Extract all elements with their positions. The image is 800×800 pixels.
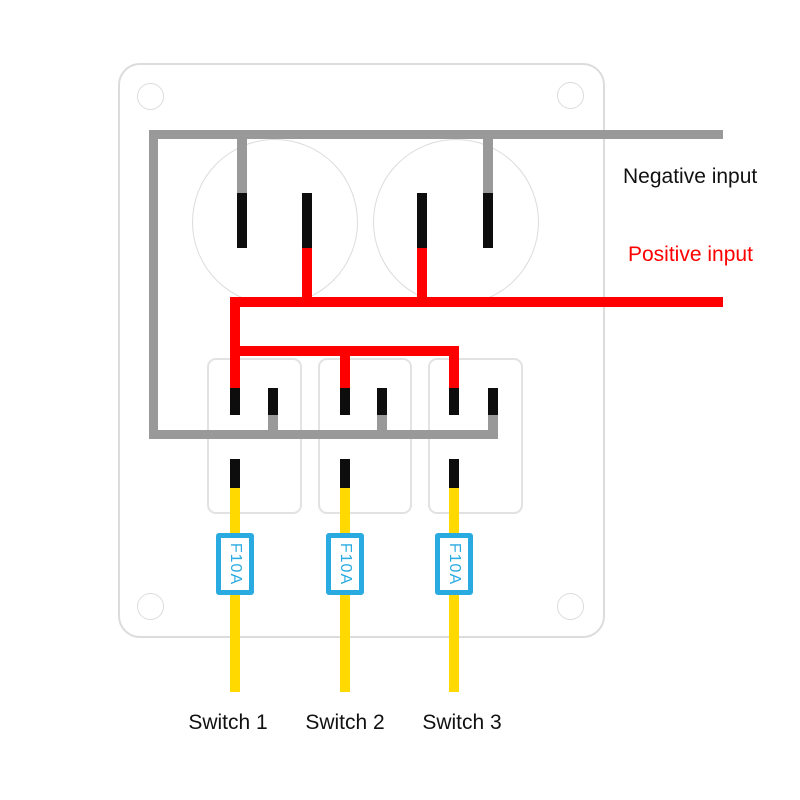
switch-3-label: Switch 3 bbox=[422, 711, 502, 734]
negative-input-label: Negative input bbox=[623, 165, 758, 188]
negative-bus-top-wire bbox=[149, 130, 723, 139]
positive-drop-round2-wire bbox=[417, 248, 427, 298]
switch2-negative-terminal bbox=[377, 388, 387, 415]
negative-stub-switch3-wire bbox=[488, 415, 498, 431]
mounting-hole-top-left bbox=[137, 83, 164, 110]
fuse-2: F10A bbox=[326, 533, 364, 595]
mounting-hole-bottom-left bbox=[137, 593, 164, 620]
switch2-load-terminal bbox=[340, 459, 350, 488]
negative-drop-round2-wire bbox=[483, 139, 493, 193]
mounting-hole-bottom-right bbox=[557, 593, 584, 620]
switch1-negative-terminal bbox=[268, 388, 278, 415]
round-switch-body-1 bbox=[192, 139, 358, 305]
round1-positive-terminal bbox=[302, 193, 312, 248]
positive-input-label: Positive input bbox=[628, 243, 753, 266]
switch1-positive-terminal bbox=[230, 388, 240, 415]
round1-negative-terminal bbox=[237, 193, 247, 248]
switch-2-label: Switch 2 bbox=[305, 711, 385, 734]
negative-stub-switch2-wire bbox=[377, 415, 387, 431]
switch2-positive-terminal bbox=[340, 388, 350, 415]
negative-drop-round1-wire bbox=[237, 139, 247, 193]
fuse-2-label: F10A bbox=[337, 542, 354, 586]
positive-drop-round1-wire bbox=[302, 248, 312, 298]
fuse-3: F10A bbox=[435, 533, 473, 595]
round2-negative-terminal bbox=[483, 193, 493, 248]
round-switch-body-2 bbox=[373, 139, 539, 305]
positive-feed-switch3-wire bbox=[449, 346, 459, 388]
switch3-positive-terminal bbox=[449, 388, 459, 415]
switch3-negative-terminal bbox=[488, 388, 498, 415]
switch-1-label: Switch 1 bbox=[188, 711, 268, 734]
mounting-hole-top-right bbox=[557, 82, 584, 109]
positive-bus-main-wire bbox=[230, 297, 723, 307]
negative-trunk-left-wire bbox=[149, 130, 158, 439]
fuse-1-label: F10A bbox=[227, 542, 244, 586]
round2-positive-terminal bbox=[417, 193, 427, 248]
negative-return-bus-wire bbox=[149, 430, 498, 439]
switch1-load-terminal bbox=[230, 459, 240, 488]
positive-feed-switch1-wire bbox=[230, 297, 240, 388]
positive-feed-switch2-wire bbox=[340, 346, 350, 388]
fuse-3-label: F10A bbox=[446, 542, 463, 586]
negative-stub-switch1-wire bbox=[268, 415, 278, 431]
fuse-1: F10A bbox=[216, 533, 254, 595]
switch3-load-terminal bbox=[449, 459, 459, 488]
